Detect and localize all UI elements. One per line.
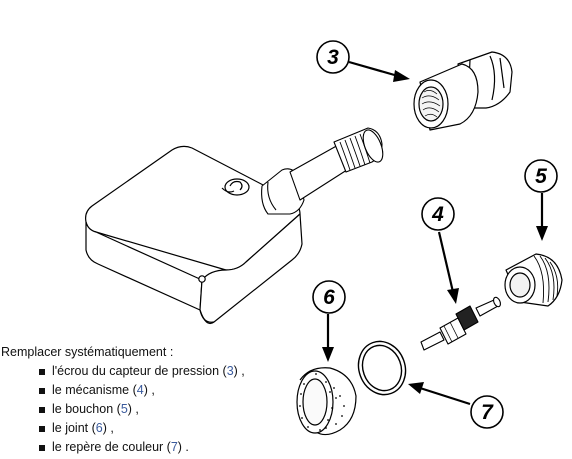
replacement-instructions: Remplacer systématiquement : l'écrou du …	[1, 343, 331, 457]
threaded-valve-stem	[261, 127, 384, 215]
svg-text:3: 3	[327, 46, 339, 69]
pressure-sensor	[85, 145, 303, 325]
list-item: le repère de couleur (7) .	[39, 438, 331, 457]
callout-arrow-3	[348, 60, 410, 82]
color-marker-ring-part	[357, 340, 407, 396]
callout-arrow-6	[322, 314, 334, 362]
part-reference: 4	[136, 383, 144, 397]
list-item: le mécanisme (4) ,	[39, 381, 331, 400]
bullet-icon	[39, 388, 45, 394]
list-item: le bouchon (5) ,	[39, 400, 331, 419]
list-item: l'écrou du capteur de pression (3) ,	[39, 362, 331, 381]
part-reference: 5	[120, 402, 128, 416]
callout-3: 3	[316, 40, 350, 74]
svg-text:5: 5	[535, 165, 547, 188]
svg-text:6: 6	[323, 286, 335, 309]
bullet-icon	[39, 407, 45, 413]
callout-5: 5	[524, 159, 558, 193]
callout-arrow-7	[408, 382, 471, 406]
instructions-title: Remplacer systématiquement :	[1, 345, 174, 359]
part-reference: 7	[170, 440, 178, 454]
sensor-nut-part	[413, 51, 513, 131]
list-item: le joint (6) ,	[39, 419, 331, 438]
svg-text:7: 7	[481, 401, 494, 424]
bullet-icon	[39, 426, 45, 432]
callout-arrow-4	[437, 231, 459, 304]
svg-text:4: 4	[431, 203, 444, 226]
bullet-icon	[39, 445, 45, 451]
part-reference: 6	[95, 421, 103, 435]
valve-cap-part	[504, 253, 563, 307]
valve-mechanism-part	[420, 296, 501, 351]
callout-7: 7	[470, 395, 504, 429]
callout-arrow-5	[536, 193, 548, 241]
callout-4: 4	[421, 197, 455, 231]
callout-6: 6	[312, 280, 346, 314]
bullet-icon	[39, 369, 45, 375]
replacement-parts-list: l'écrou du capteur de pression (3) , le …	[1, 362, 331, 457]
part-reference: 3	[226, 364, 234, 378]
seal-ring-part	[296, 367, 357, 436]
